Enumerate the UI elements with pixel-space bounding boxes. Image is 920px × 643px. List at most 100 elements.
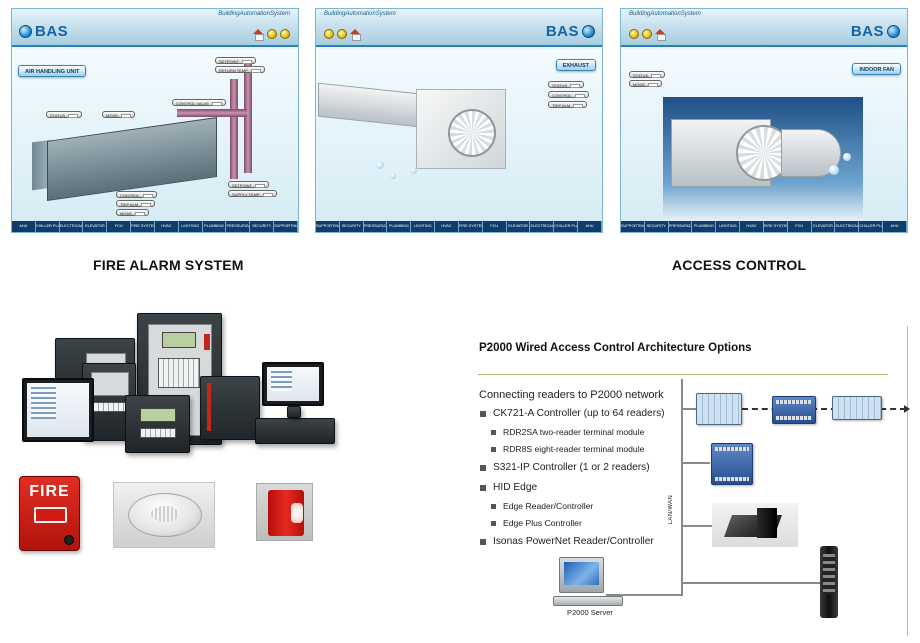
nav-item[interactable]: FIRE SYSTEM bbox=[459, 221, 483, 232]
bullet-isonas: Isonas PowerNet Reader/Controller bbox=[479, 532, 679, 552]
globe-icon bbox=[887, 24, 900, 38]
close-icon[interactable] bbox=[280, 29, 290, 39]
horn-strobe bbox=[256, 483, 313, 541]
nav-item[interactable]: ELEVATOR bbox=[83, 221, 108, 232]
square-bullet-icon bbox=[491, 447, 496, 452]
screen-title-button[interactable]: AIR HANDLING UNIT bbox=[18, 65, 87, 77]
nav-item[interactable]: FIRE SYSTEM bbox=[764, 221, 788, 232]
nav-item[interactable]: FCU bbox=[483, 221, 507, 232]
nav-item[interactable]: SECURITY bbox=[340, 221, 364, 232]
point-setpoint-return[interactable]: SETPOINT bbox=[215, 57, 257, 64]
point-control[interactable]: CONTROL bbox=[116, 191, 157, 198]
bas-logo: BAS bbox=[16, 21, 68, 41]
bas-nav-bar: AHU CHILLER PLANT ELECTRICAL ELEVATOR FC… bbox=[12, 221, 298, 232]
nav-item[interactable]: PRESSURIZATION bbox=[226, 221, 251, 232]
nav-item[interactable]: HVAC bbox=[435, 221, 459, 232]
nav-item[interactable]: ELECTRICAL bbox=[60, 221, 84, 232]
lan-backbone-line bbox=[681, 379, 683, 596]
nav-item[interactable]: PLUMBING bbox=[692, 221, 717, 232]
point-status[interactable]: STATUS bbox=[46, 111, 83, 118]
lan-branch-line bbox=[682, 582, 822, 584]
point-status[interactable]: STATUS bbox=[548, 81, 585, 88]
bas-nav-bar: SUPPORTING SECURITY PRESSURIZATION PLUMB… bbox=[316, 221, 602, 232]
supply-duct-graphic bbox=[230, 79, 238, 179]
smoke-detector bbox=[113, 482, 215, 548]
nav-item[interactable]: CHILLER PLANT bbox=[859, 221, 884, 232]
point-trip-alarm[interactable]: TRIP ALM bbox=[548, 101, 588, 108]
nav-item[interactable]: ELEVATOR bbox=[812, 221, 836, 232]
point-return-temp[interactable]: RETURN TEMP bbox=[215, 66, 265, 73]
nav-item[interactable]: SECURITY bbox=[645, 221, 669, 232]
nav-item[interactable]: SECURITY bbox=[250, 221, 275, 232]
point-mode-2[interactable]: MODE bbox=[116, 209, 149, 216]
home-icon[interactable] bbox=[655, 29, 666, 41]
home-icon[interactable] bbox=[350, 29, 361, 41]
window-controls bbox=[629, 29, 666, 41]
square-bullet-icon bbox=[491, 521, 496, 526]
square-bullet-icon bbox=[480, 411, 486, 417]
nav-item[interactable]: AHU bbox=[578, 221, 602, 232]
slide-border bbox=[907, 326, 908, 636]
home-icon[interactable] bbox=[253, 29, 264, 41]
bas-nav-bar: SUPPORTING SECURITY PRESSURIZATION PLUMB… bbox=[621, 221, 907, 232]
bullet-rdr2sa: RDR2SA two-reader terminal module bbox=[479, 424, 679, 441]
nav-item[interactable]: HVAC bbox=[740, 221, 764, 232]
nav-item[interactable]: PLUMBING bbox=[387, 221, 412, 232]
minimize-icon[interactable] bbox=[337, 29, 347, 39]
nav-item[interactable]: LIGHTING bbox=[716, 221, 741, 232]
nav-item[interactable]: PRESSURIZATION bbox=[364, 221, 388, 232]
nav-item[interactable]: HVAC bbox=[155, 221, 179, 232]
nav-item[interactable]: ELECTRICAL bbox=[530, 221, 555, 232]
lan-branch-line bbox=[682, 462, 710, 464]
point-supply-temp[interactable]: SUPPLY TEMP bbox=[228, 190, 277, 197]
nav-item[interactable]: LIGHTING bbox=[411, 221, 436, 232]
nav-item[interactable]: PRESSURIZATION bbox=[669, 221, 693, 232]
crossover-duct-graphic bbox=[177, 109, 247, 117]
nav-item[interactable]: CHILLER PLANT bbox=[554, 221, 579, 232]
nav-item[interactable]: FIRE SYSTEM bbox=[131, 221, 155, 232]
square-bullet-icon bbox=[480, 539, 486, 545]
nav-item[interactable]: AHU bbox=[883, 221, 907, 232]
point-trip-alarm[interactable]: TRIP ALM bbox=[116, 200, 156, 207]
point-control[interactable]: CONTROL bbox=[548, 91, 589, 98]
nav-item[interactable]: CHILLER PLANT bbox=[36, 221, 60, 232]
minimize-icon[interactable] bbox=[267, 29, 277, 39]
ck721-controller-graphic bbox=[696, 393, 742, 425]
point-status[interactable]: STATUS bbox=[629, 71, 666, 78]
window-controls bbox=[253, 29, 290, 41]
reset-knob-graphic bbox=[64, 535, 74, 545]
nav-item[interactable]: SUPPORTING bbox=[316, 221, 340, 232]
nav-item[interactable]: FCU bbox=[788, 221, 812, 232]
point-setpoint-supply[interactable]: SETPOINT bbox=[228, 181, 270, 188]
exhaust-scene: EXHAUST STATUS CONTROL TRIP ALM bbox=[316, 49, 602, 221]
fire-alarm-heading: FIRE ALARM SYSTEM bbox=[93, 257, 244, 273]
nav-item[interactable]: AHU bbox=[12, 221, 36, 232]
close-icon[interactable] bbox=[629, 29, 639, 39]
point-mode[interactable]: MODE bbox=[102, 111, 135, 118]
nav-item[interactable]: SUPPORTING bbox=[274, 221, 298, 232]
return-duct-graphic bbox=[244, 63, 252, 173]
close-icon[interactable] bbox=[324, 29, 334, 39]
bas-header: BuildingAutomationSystem BAS bbox=[12, 9, 298, 47]
bullet-s321: S321-IP Controller (1 or 2 readers) bbox=[479, 458, 679, 478]
rdr2sa-module-graphic bbox=[772, 396, 816, 424]
pull-station-label: FIRE bbox=[29, 483, 70, 500]
minimize-icon[interactable] bbox=[642, 29, 652, 39]
lan-wan-label: LAN/WAN bbox=[668, 495, 674, 525]
bas-screen-air-handling-unit: BuildingAutomationSystem BAS AIR HANDLIN… bbox=[11, 8, 299, 233]
nav-item[interactable]: LIGHTING bbox=[179, 221, 203, 232]
nav-item[interactable]: FCU bbox=[107, 221, 132, 232]
nav-item[interactable]: ELECTRICAL bbox=[835, 221, 860, 232]
nav-item[interactable]: ELEVATOR bbox=[507, 221, 531, 232]
nav-item[interactable]: PLUMBING bbox=[203, 221, 227, 232]
monitor-stand-graphic bbox=[287, 406, 301, 418]
square-bullet-icon bbox=[491, 430, 496, 435]
point-mode[interactable]: MODE bbox=[629, 80, 662, 87]
strobe-light-icon bbox=[291, 503, 303, 523]
screen-title-button[interactable]: EXHAUST bbox=[555, 59, 596, 71]
point-control-valve[interactable]: CONTROL VALVE bbox=[172, 99, 226, 106]
nav-item[interactable]: SUPPORTING bbox=[621, 221, 645, 232]
bas-logo: BAS bbox=[851, 21, 903, 41]
ahu-unit-graphic bbox=[47, 117, 217, 201]
screen-title-button[interactable]: INDOOR FAN bbox=[852, 63, 901, 75]
